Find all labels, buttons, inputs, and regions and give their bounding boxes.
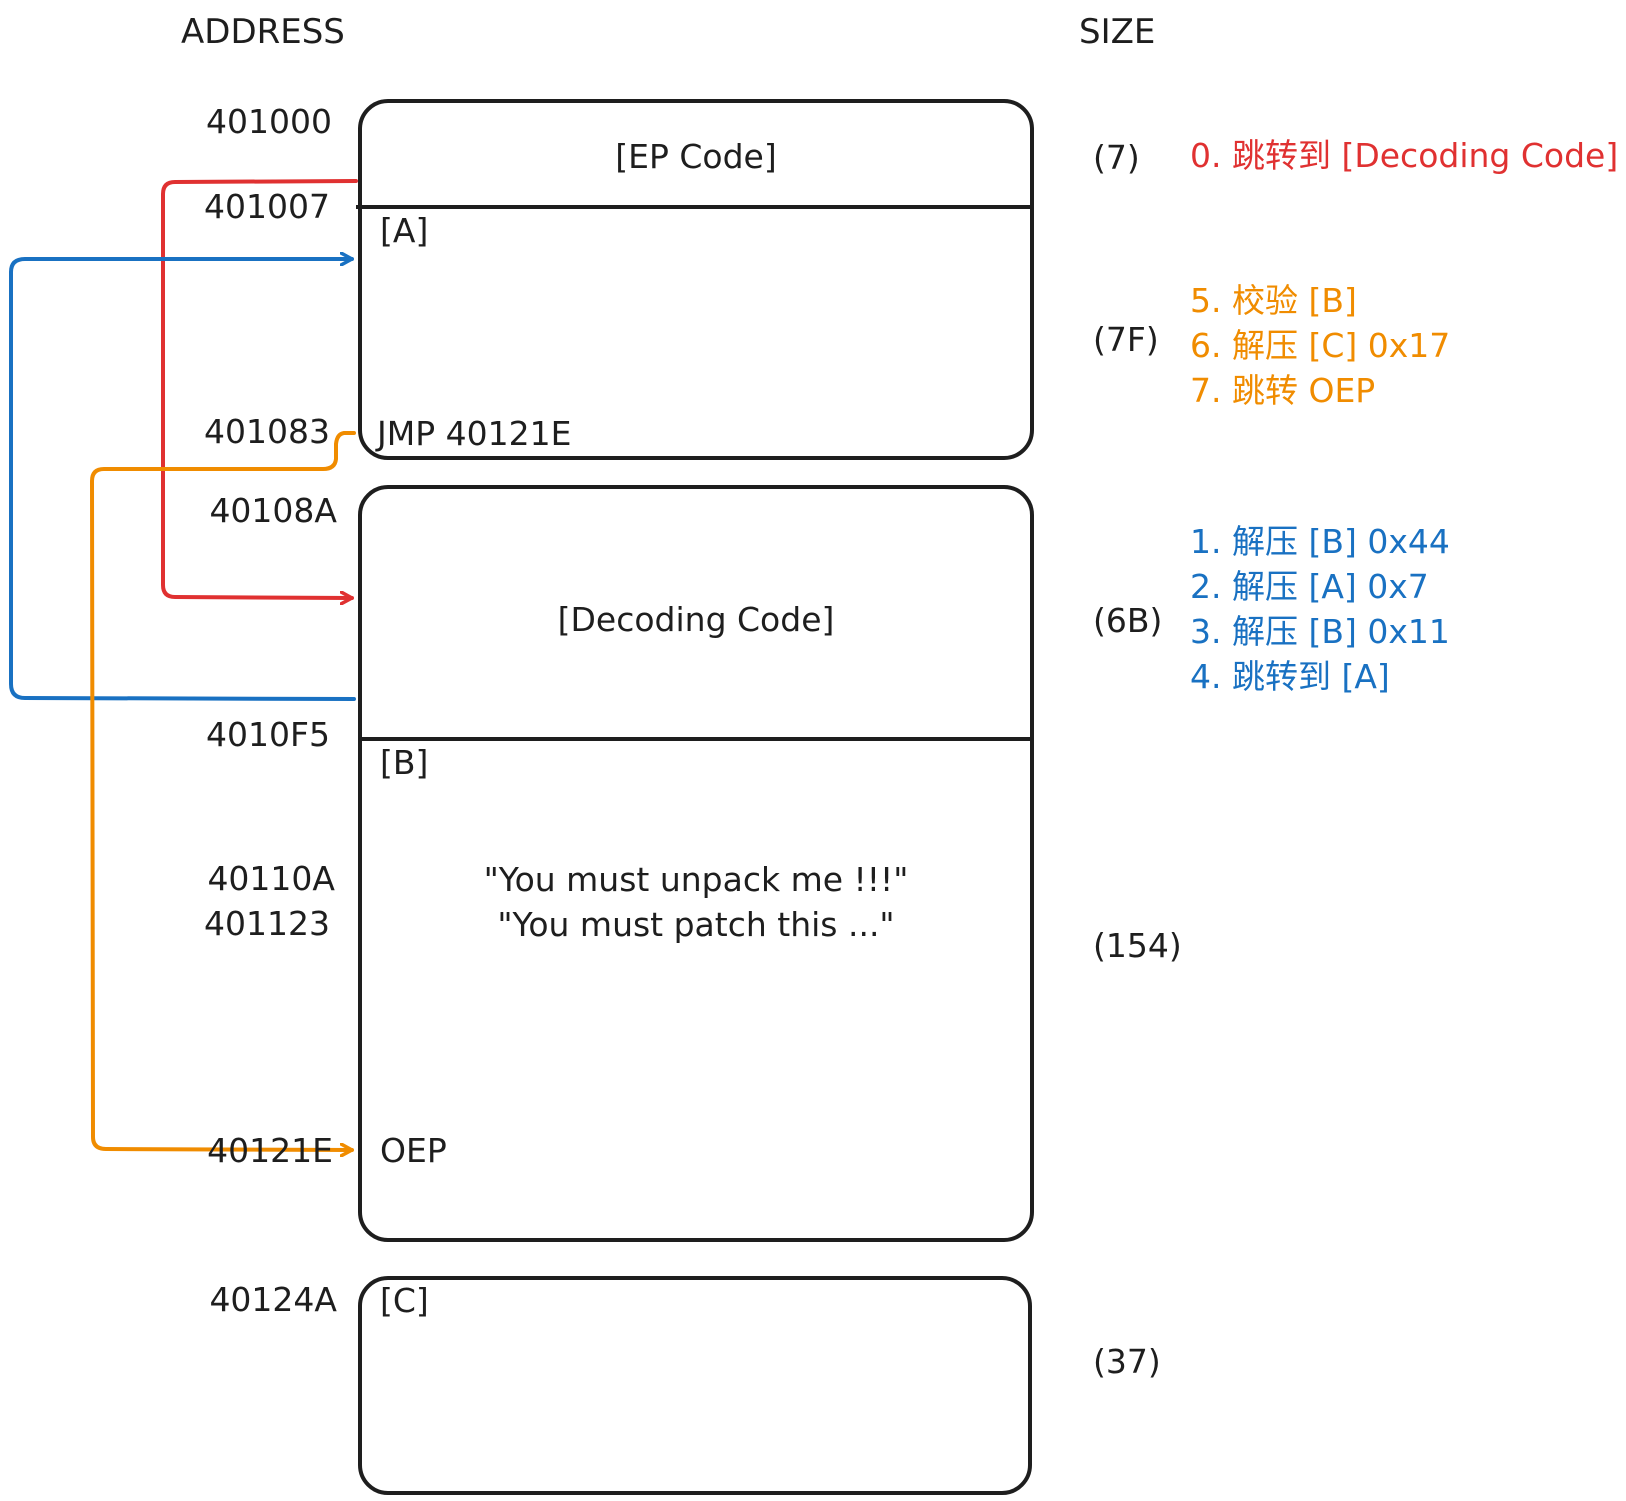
size-block-b: (154) bbox=[1093, 926, 1182, 965]
arrow-orange-jmp-to-oep bbox=[89, 431, 356, 1150]
address-label: 40108A bbox=[209, 491, 337, 530]
note-step-5: 5. 校验 [B] bbox=[1190, 281, 1357, 320]
address-label: 40110A bbox=[207, 859, 335, 898]
size-block-c: (37) bbox=[1093, 1342, 1161, 1381]
address-column-header: ADDRESS bbox=[181, 12, 345, 52]
address-label: 401083 bbox=[204, 412, 330, 451]
arrow-red-ep-to-decoding bbox=[161, 179, 358, 598]
decoding-code-title: [Decoding Code] bbox=[557, 600, 835, 639]
block-c-label: [C] bbox=[380, 1281, 429, 1320]
size-ep-code: (7) bbox=[1093, 138, 1140, 177]
block-a-label: [A] bbox=[380, 211, 429, 250]
address-label: 4010F5 bbox=[206, 715, 330, 754]
note-step-6: 6. 解压 [C] 0x17 bbox=[1190, 326, 1451, 365]
notes-blue: 1. 解压 [B] 0x44 2. 解压 [A] 0x7 3. 解压 [B] 0… bbox=[1190, 519, 1450, 699]
block-ep-a bbox=[358, 99, 1034, 460]
ep-code-title: [EP Code] bbox=[615, 137, 777, 176]
address-label: 401123 bbox=[204, 904, 330, 943]
jmp-instruction: JMP 40121E bbox=[377, 414, 572, 453]
address-label: 40124A bbox=[209, 1280, 337, 1319]
note-step-7: 7. 跳转 OEP bbox=[1190, 371, 1376, 410]
note-step-2: 2. 解压 [A] 0x7 bbox=[1190, 567, 1429, 606]
size-column-header: SIZE bbox=[1079, 12, 1156, 52]
string-patch-this: "You must patch this ..." bbox=[497, 905, 895, 944]
arrow-blue-decoding-to-a bbox=[9, 259, 356, 701]
string-unpack-me: "You must unpack me !!!" bbox=[483, 860, 909, 899]
note-step-0: 0. 跳转到 [Decoding Code] bbox=[1190, 136, 1619, 175]
address-label: 401000 bbox=[206, 102, 332, 141]
notes-orange: 5. 校验 [B] 6. 解压 [C] 0x17 7. 跳转 OEP bbox=[1190, 278, 1450, 413]
size-block-a: (7F) bbox=[1093, 320, 1159, 359]
block-b-label: [B] bbox=[380, 743, 429, 782]
address-label: 40121E bbox=[207, 1131, 333, 1170]
block-c bbox=[358, 1276, 1032, 1495]
notes-red: 0. 跳转到 [Decoding Code] bbox=[1190, 133, 1618, 178]
oep-label: OEP bbox=[380, 1131, 447, 1170]
block-decoding-b bbox=[358, 485, 1034, 1242]
size-decoding: (6B) bbox=[1093, 601, 1163, 640]
note-step-4: 4. 跳转到 [A] bbox=[1190, 657, 1390, 696]
note-step-1: 1. 解压 [B] 0x44 bbox=[1190, 522, 1450, 561]
address-label: 401007 bbox=[204, 187, 330, 226]
note-step-3: 3. 解压 [B] 0x11 bbox=[1190, 612, 1450, 651]
